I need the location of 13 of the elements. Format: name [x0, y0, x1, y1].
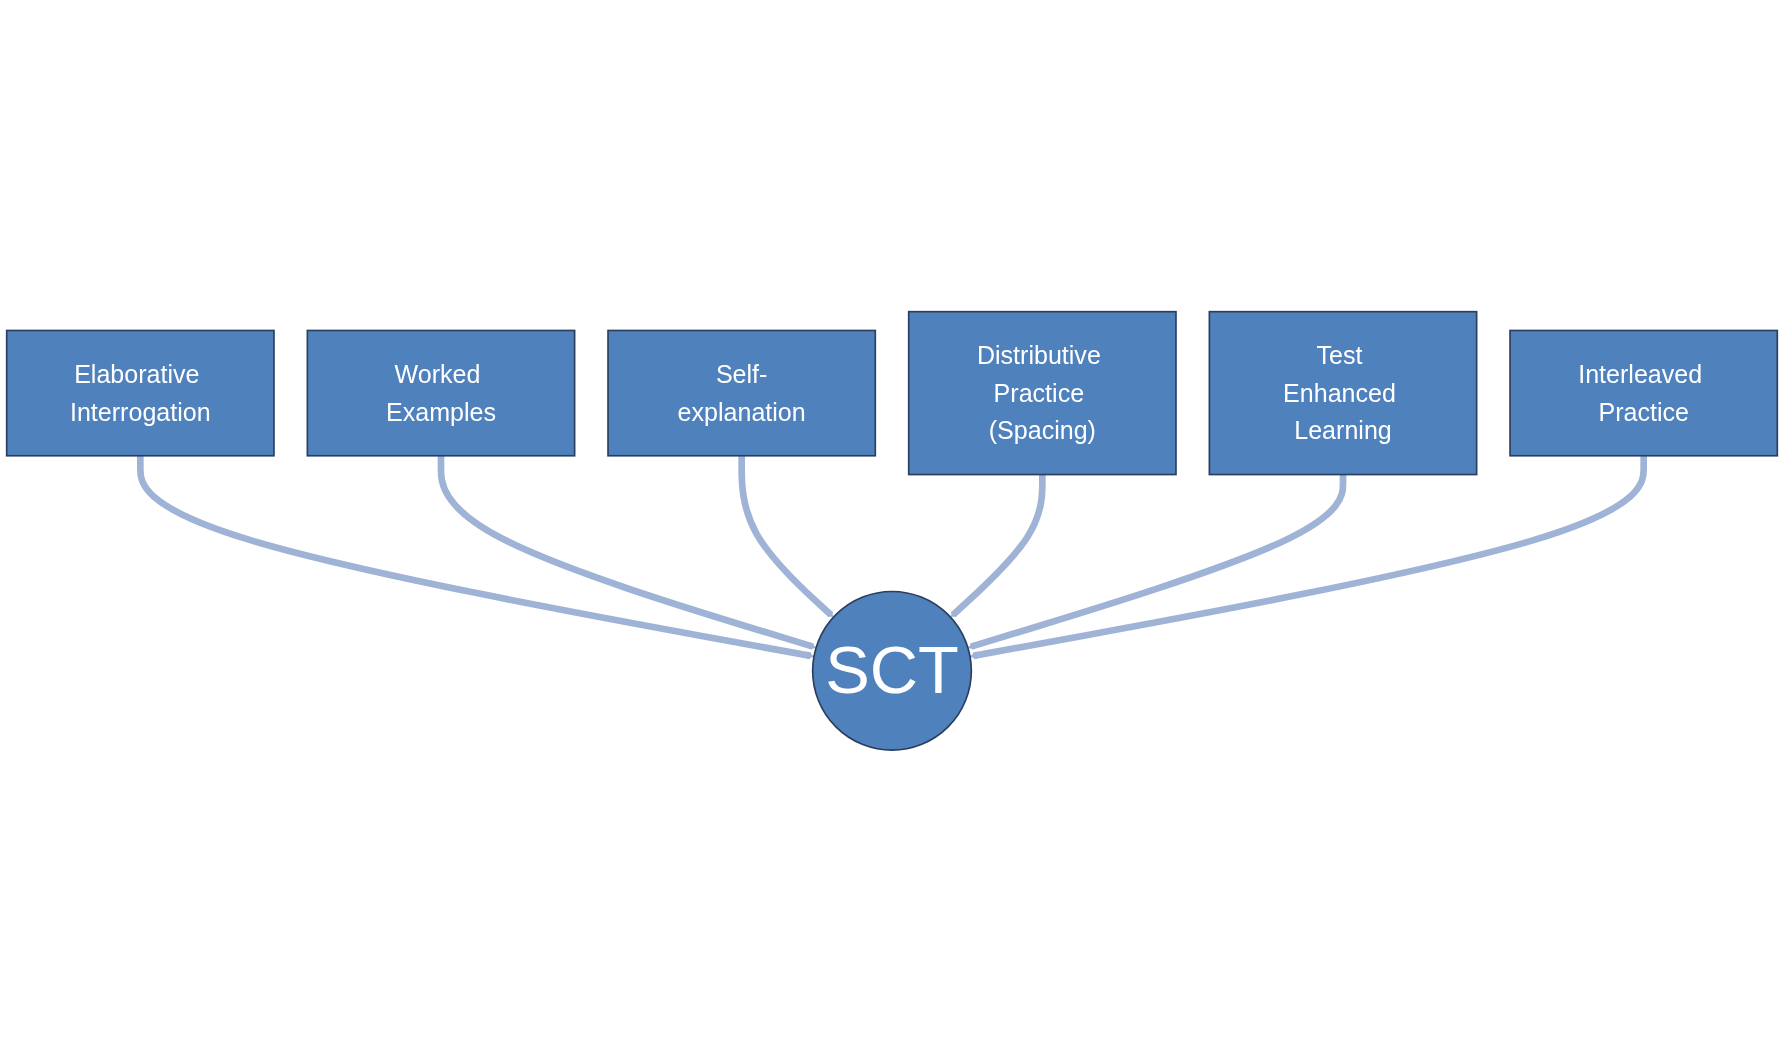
arrow: [967, 474, 1347, 650]
arrow: [437, 455, 817, 650]
node-box: Elaborative Interrogation: [5, 329, 275, 457]
arrow: [137, 455, 815, 659]
node-box: Interleaved Practice: [1509, 329, 1779, 457]
node-circle: SCT: [811, 590, 973, 751]
node-box: Self-explanation: [607, 329, 877, 457]
arrow: [738, 455, 834, 618]
node-box: Worked Examples: [306, 329, 576, 457]
node-box: Distributive Practice (Spacing): [907, 310, 1177, 475]
arrow: [969, 455, 1647, 659]
arrow: [950, 474, 1046, 618]
node-box: Test Enhanced Learning: [1208, 310, 1478, 475]
